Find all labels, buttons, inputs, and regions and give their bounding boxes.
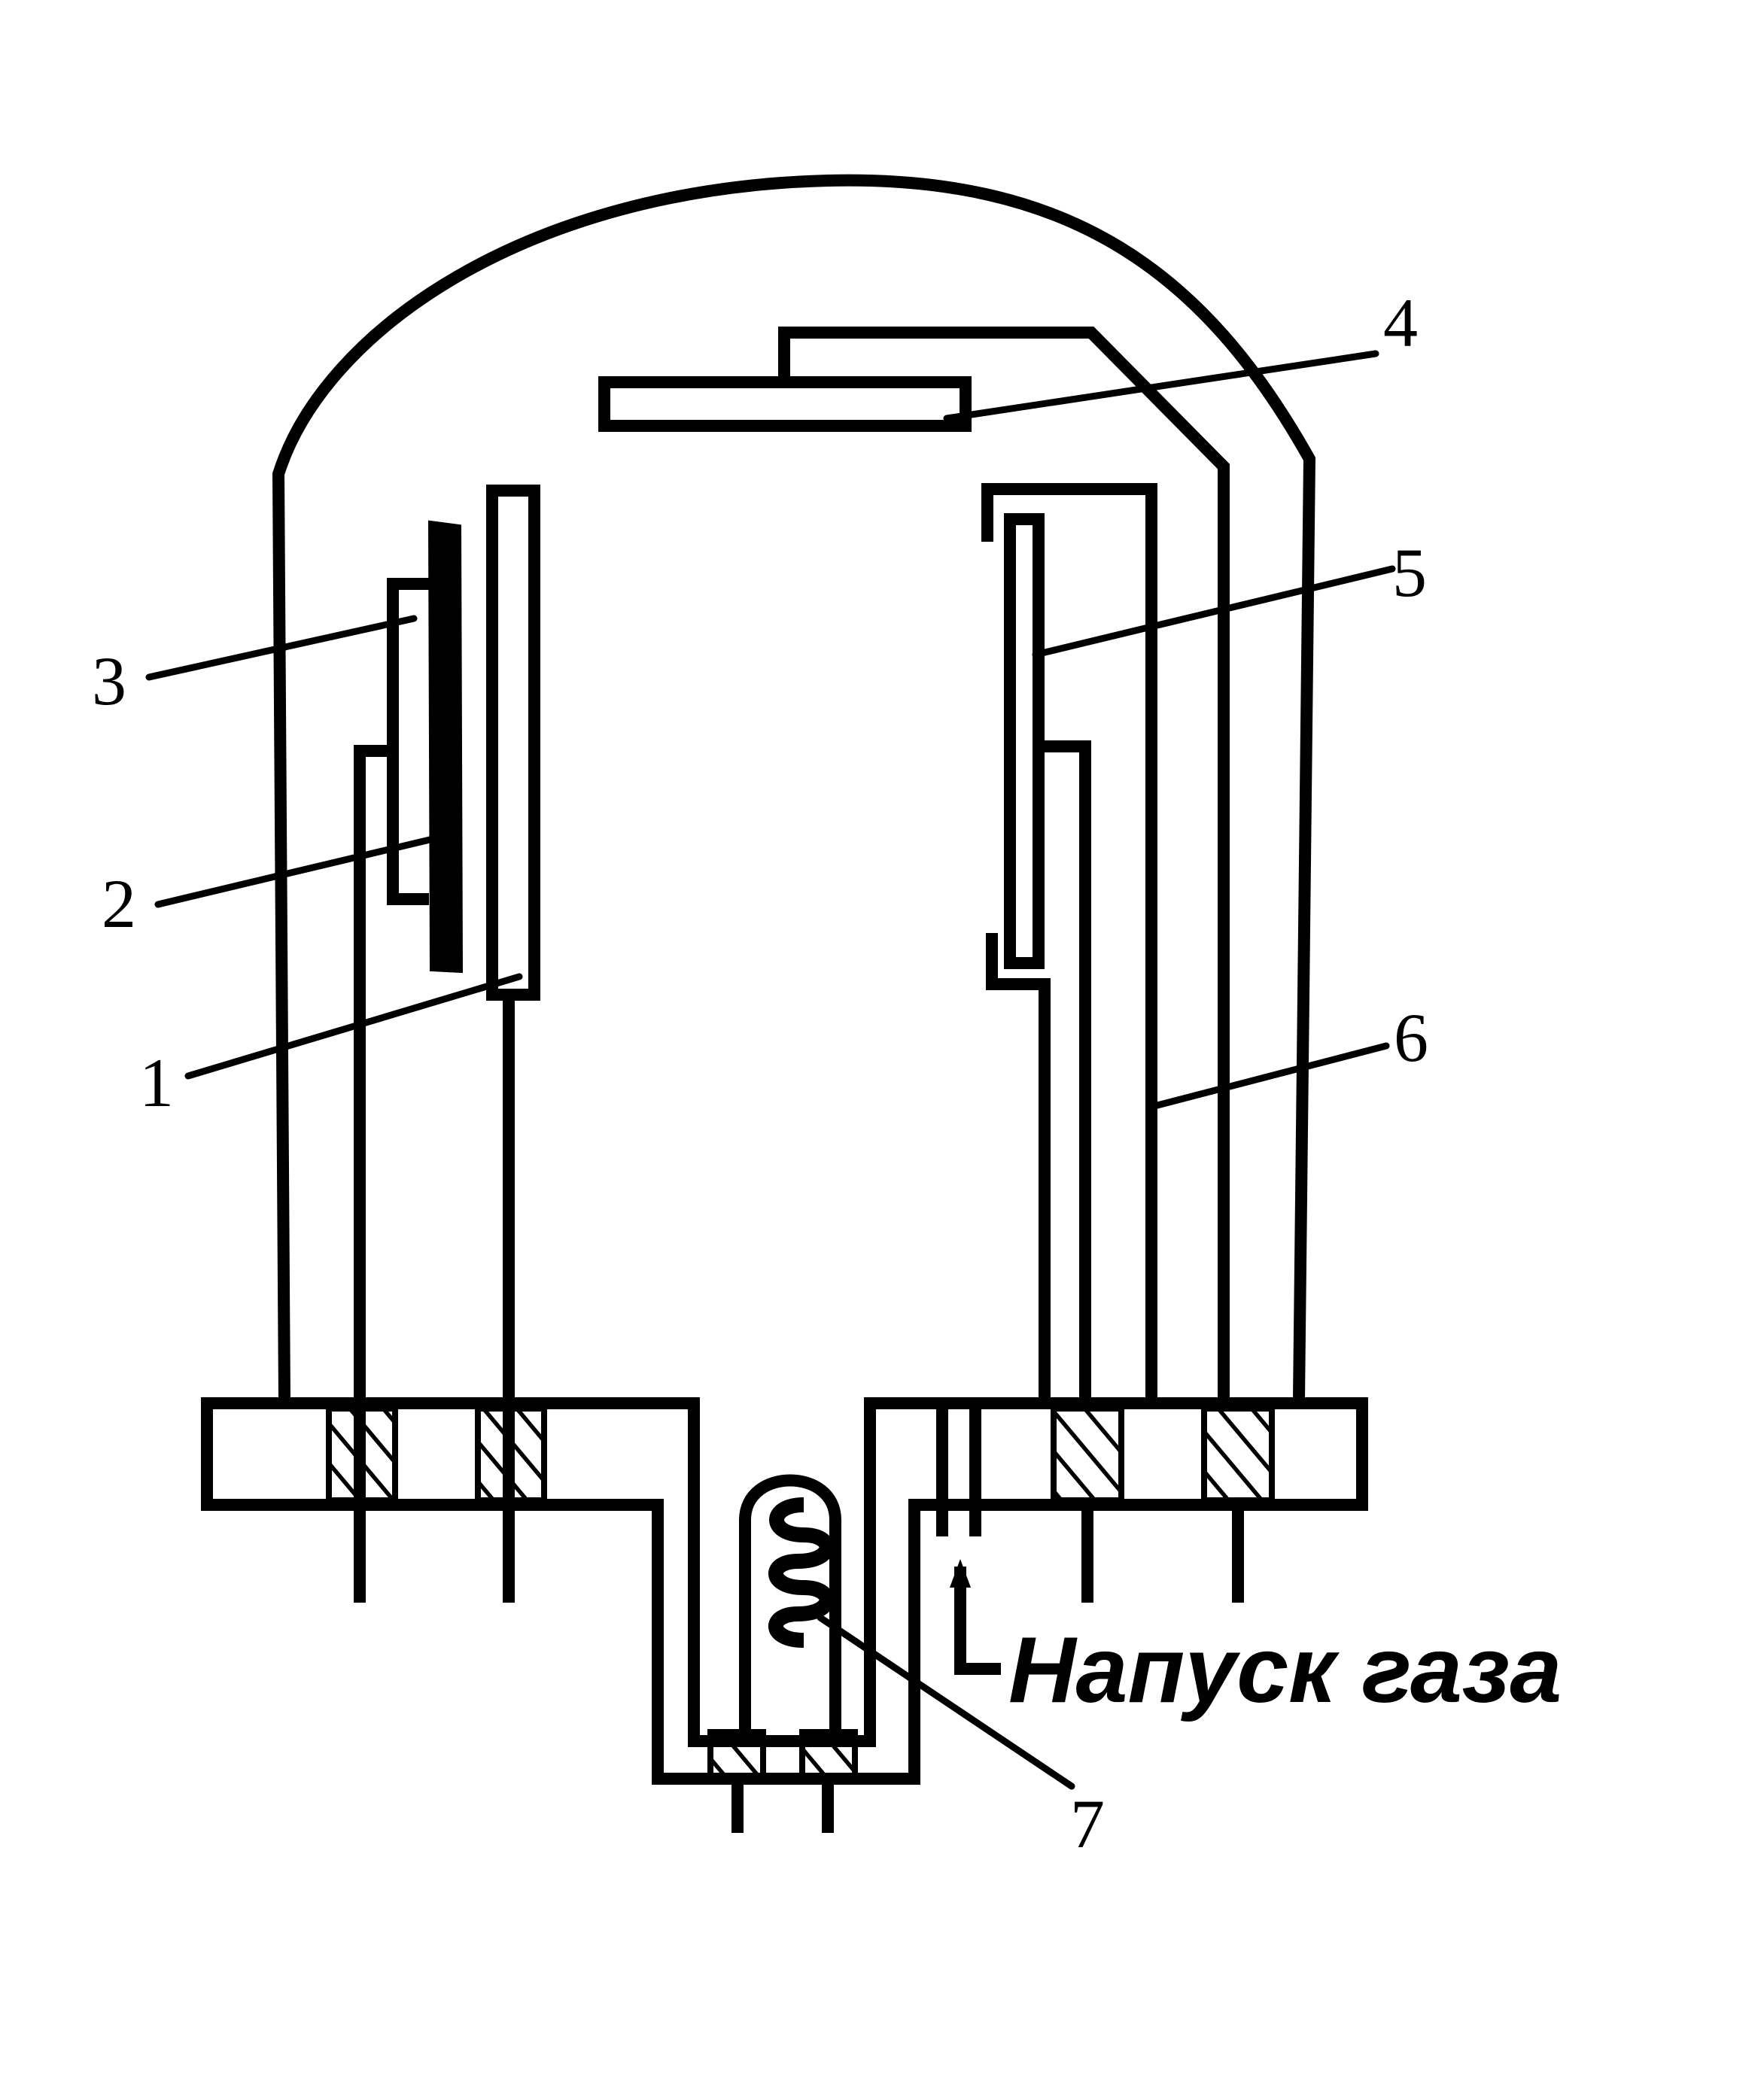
element-4-shutter [598,376,972,432]
leader-2 [154,833,446,908]
chamber-bell-jar [272,174,1316,1400]
base-plate [201,1397,1368,1785]
leader-4 [943,350,1379,422]
element-7-envelope [739,1474,841,1732]
label-6: 6 [1394,999,1428,1076]
left-support-rod [354,745,393,1603]
element-4-arm [778,327,1230,1399]
element-2-film [427,520,464,974]
element-7-coil [768,1497,835,1648]
gas-inlet-caption: Напуск газа [1008,1618,1562,1722]
element-5-target [1004,513,1045,969]
label-1: 1 [139,1044,174,1121]
leader-3 [145,615,418,681]
leader-6 [1151,1042,1390,1110]
feedthrough-insulator [707,1729,766,1779]
gas-inlet-arrowhead [950,1559,971,1588]
feedthrough-insulator [1051,1406,1124,1503]
label-2: 2 [102,865,136,942]
element-6-screen [981,483,1157,1399]
feedthrough-insulator [799,1729,858,1779]
element-1-plate [486,485,540,1001]
leader-7 [817,1614,1075,1790]
element-3-holder [387,578,429,905]
label-4: 4 [1383,284,1418,361]
label-7: 7 [1070,1785,1105,1862]
gas-inlet-arrow [954,1567,1001,1675]
element-5-bracket [986,933,1051,1399]
feedthrough-insulator [1201,1406,1275,1503]
label-5: 5 [1392,534,1427,611]
label-3: 3 [92,643,126,719]
element-5-holder [1045,740,1091,1399]
leader-5 [1032,565,1396,658]
leader-1 [184,973,523,1080]
